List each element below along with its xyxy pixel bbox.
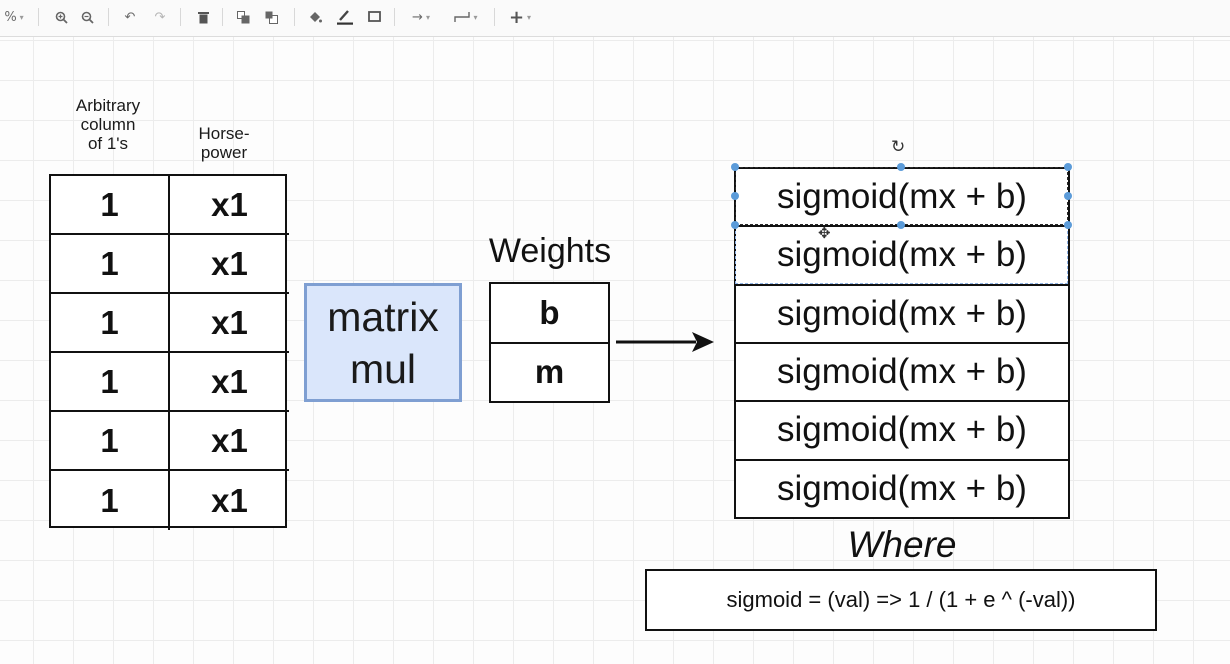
weights-matrix[interactable]: b m <box>489 282 610 403</box>
selection-outline <box>735 167 1068 225</box>
toolbar-separator <box>494 8 495 26</box>
fill-color-icon[interactable] <box>306 7 324 27</box>
matrix-mul-box[interactable]: matrix mul <box>304 283 462 402</box>
weight-cell-b: b <box>539 293 560 331</box>
matrix-mul-line1: matrix <box>327 293 439 340</box>
matrix-cell: x1 <box>170 412 289 471</box>
output-row[interactable]: sigmoid(mx + b) <box>736 341 1068 400</box>
zoom-level-label: % <box>4 9 17 25</box>
resize-handle[interactable] <box>1064 221 1072 229</box>
matrix-cell: 1 <box>51 353 170 412</box>
rotate-handle-icon[interactable]: ↻ <box>891 137 906 157</box>
toolbar-separator <box>108 8 109 26</box>
resize-handle[interactable] <box>731 163 739 171</box>
to-back-icon[interactable] <box>262 7 280 27</box>
resize-handle[interactable] <box>731 192 739 200</box>
where-label: Where <box>847 524 957 565</box>
resize-handle[interactable] <box>897 221 905 229</box>
resize-handle[interactable] <box>1064 192 1072 200</box>
connection-icon[interactable]: →▾ <box>412 9 430 25</box>
waypoints-icon[interactable]: ▾ <box>448 7 484 27</box>
matrix-cell: 1 <box>51 235 170 294</box>
toolbar-separator <box>394 8 395 26</box>
zoom-out-icon[interactable] <box>78 7 96 27</box>
sigmoid-formula-box[interactable]: sigmoid = (val) => 1 / (1 + e ^ (-val)) <box>645 569 1157 631</box>
toolbar: %▾ ↶ ↷ →▾ ▾ +▾ <box>0 0 1230 37</box>
matrix-cell: 1 <box>51 176 170 235</box>
output-row[interactable]: sigmoid(mx + b) <box>736 458 1068 517</box>
column-header-ones: Arbitrary column of 1's <box>75 96 141 153</box>
toolbar-separator <box>180 8 181 26</box>
redo-icon[interactable]: ↷ <box>154 9 166 25</box>
selection-guide <box>735 226 1068 284</box>
toolbar-separator <box>38 8 39 26</box>
matrix-cell: x1 <box>170 176 289 235</box>
toolbar-separator <box>294 8 295 26</box>
resize-handle[interactable] <box>897 163 905 171</box>
matrix-cell: x1 <box>170 294 289 353</box>
resize-handle[interactable] <box>1064 163 1072 171</box>
column-header-horsepower: Horse- power <box>198 124 250 162</box>
to-front-icon[interactable] <box>234 7 252 27</box>
toolbar-separator <box>222 8 223 26</box>
delete-icon[interactable] <box>194 7 212 27</box>
output-row[interactable]: sigmoid(mx + b) <box>736 400 1068 458</box>
insert-icon[interactable]: +▾ <box>508 6 532 28</box>
zoom-in-icon[interactable] <box>52 7 70 27</box>
shadow-icon[interactable] <box>366 7 384 27</box>
undo-icon[interactable]: ↶ <box>124 9 136 25</box>
line-color-icon[interactable] <box>334 7 356 27</box>
resize-handle[interactable] <box>731 221 739 229</box>
weight-cell-m: m <box>491 341 608 402</box>
move-cursor-icon: ✥ <box>818 224 831 242</box>
matrix-cell: 1 <box>51 294 170 353</box>
matrix-cell: x1 <box>170 235 289 294</box>
output-arrow[interactable] <box>614 326 718 358</box>
output-row[interactable]: sigmoid(mx + b) <box>777 177 1027 217</box>
input-matrix[interactable]: 1 x1 1 x1 1 x1 1 x1 1 x1 1 x1 <box>49 174 289 530</box>
matrix-mul-line2: mul <box>349 345 417 392</box>
weights-title: Weights <box>488 232 612 270</box>
matrix-cell: x1 <box>170 353 289 412</box>
matrix-cell: 1 <box>51 471 170 530</box>
matrix-cell: x1 <box>211 481 248 519</box>
output-row[interactable]: sigmoid(mx + b) <box>736 283 1068 342</box>
zoom-level-dropdown[interactable]: %▾ <box>4 9 24 25</box>
matrix-cell: 1 <box>51 412 170 471</box>
